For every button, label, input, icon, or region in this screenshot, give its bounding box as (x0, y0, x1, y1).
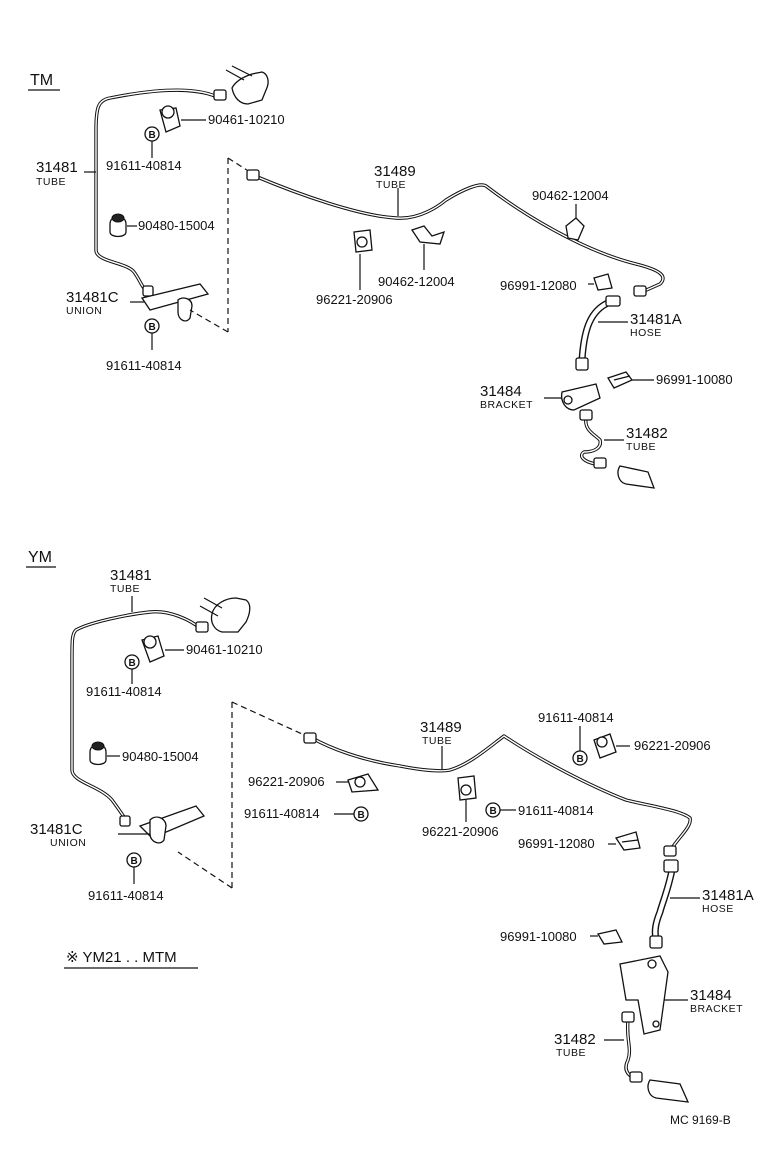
bolt-mark-b: B (358, 810, 365, 821)
section-title-ym: YM (28, 549, 52, 566)
bolt-mark-b: B (577, 754, 584, 765)
label-91611-40814: 91611-40814 (106, 358, 182, 373)
label-31482: 31482 (554, 1031, 596, 1048)
label-91611-40814: 91611-40814 (538, 710, 614, 725)
master-cylinder (199, 597, 251, 633)
label-31481c: 31481C (30, 821, 83, 838)
clamp-90461-ym (141, 635, 165, 663)
wheel-cylinder-tm (617, 465, 655, 489)
diagram-code: MC 9169-B (670, 1113, 731, 1127)
label-90462-12004: 90462-12004 (378, 274, 455, 289)
section-ym: YM 31481 TUBE 90461-10210 B 91611-40814 (26, 549, 754, 1127)
union-31481c-ym (138, 805, 206, 844)
tube-31489-ym (303, 732, 692, 857)
label-tube: TUBE (110, 583, 140, 595)
label-hose: HOSE (702, 903, 734, 915)
label-union: UNION (50, 837, 86, 849)
label-31481: 31481 (110, 567, 152, 584)
grommet-90480-tm (109, 213, 127, 238)
label-31484: 31484 (480, 383, 522, 400)
hose-31481a-tm (575, 295, 621, 371)
label-90461-10210: 90461-10210 (208, 112, 285, 127)
label-31481: 31481 (36, 159, 78, 176)
section-tm: TM 31481 TUBE 90461-10210 B 91611-40814 (28, 65, 733, 489)
label-bracket: BRACKET (480, 399, 533, 411)
label-31489: 31489 (420, 719, 462, 736)
label-90462-12004: 90462-12004 (532, 188, 609, 203)
clamp-96221-tm (353, 229, 373, 253)
bolt-mark-b: B (129, 658, 136, 669)
label-tube: TUBE (376, 179, 406, 191)
clamp-96221-ym-right (593, 733, 617, 759)
label-tube: TUBE (422, 735, 452, 747)
clamp-90461-tm (159, 105, 181, 133)
clamp-96221-ym-middle (457, 775, 477, 801)
clip-96991-12080-tm (593, 273, 613, 291)
tube-31482-tm (579, 409, 607, 469)
clamp-96221-ym-left (347, 773, 380, 793)
label-tube: TUBE (36, 176, 66, 188)
label-91611-40814: 91611-40814 (518, 803, 594, 818)
label-31481a: 31481A (630, 311, 682, 328)
label-31481c: 31481C (66, 289, 119, 306)
grommet-90480-ym (89, 741, 107, 766)
label-96991-12080: 96991-12080 (500, 278, 577, 293)
label-91611-40814: 91611-40814 (244, 806, 320, 821)
label-31482: 31482 (626, 425, 668, 442)
section-title-tm: TM (30, 72, 53, 89)
label-hose: HOSE (630, 327, 662, 339)
bolt-mark-b: B (131, 856, 138, 867)
label-96991-12080: 96991-12080 (518, 836, 595, 851)
label-96221-20906: 96221-20906 (634, 738, 711, 753)
note-ym21-mtm: ※ YM21 . . MTM (66, 949, 177, 966)
clip-90462-tm-middle (410, 225, 446, 245)
label-91611-40814: 91611-40814 (88, 888, 164, 903)
wheel-cylinder-ym (647, 1079, 690, 1103)
dashed-connector (189, 157, 251, 333)
label-91611-40814: 91611-40814 (106, 158, 182, 173)
tube-31481-ym (70, 610, 209, 827)
label-tube: TUBE (556, 1047, 586, 1059)
label-96991-10080: 96991-10080 (500, 929, 577, 944)
tube-31482-ym (621, 1011, 643, 1083)
union-31481c-tm (140, 283, 210, 322)
label-96221-20906: 96221-20906 (422, 824, 499, 839)
label-31489: 31489 (374, 163, 416, 180)
label-90461-10210: 90461-10210 (186, 642, 263, 657)
dashed-connector (177, 701, 303, 889)
bracket-31484-tm (560, 383, 601, 411)
tube-31489-tm (246, 169, 665, 297)
clip-96991-10080-ym (596, 929, 623, 945)
label-tube: TUBE (626, 441, 656, 453)
clip-96991-12080-ym (614, 831, 641, 851)
label-91611-40814: 91611-40814 (86, 684, 162, 699)
label-90480-15004: 90480-15004 (138, 218, 215, 233)
label-bracket: BRACKET (690, 1003, 743, 1015)
label-31484: 31484 (690, 987, 732, 1004)
master-cylinder (225, 65, 269, 105)
clip-90462-tm-right (565, 217, 585, 241)
label-96991-10080: 96991-10080 (656, 372, 733, 387)
bolt-marker (353, 806, 369, 822)
label-96221-20906: 96221-20906 (248, 774, 325, 789)
bolt-mark-b: B (149, 322, 156, 333)
tube-31481-tm (94, 88, 227, 297)
label-union: UNION (66, 305, 102, 317)
label-31481a: 31481A (702, 887, 754, 904)
label-96221-20906: 96221-20906 (316, 292, 393, 307)
bolt-mark-b: B (149, 130, 156, 141)
label-90480-15004: 90480-15004 (122, 749, 199, 764)
clip-96991-10080-tm (607, 371, 634, 389)
bracket-31484-ym (619, 955, 669, 1035)
hose-31481a-ym (649, 859, 679, 949)
bolt-mark-b: B (490, 806, 497, 817)
